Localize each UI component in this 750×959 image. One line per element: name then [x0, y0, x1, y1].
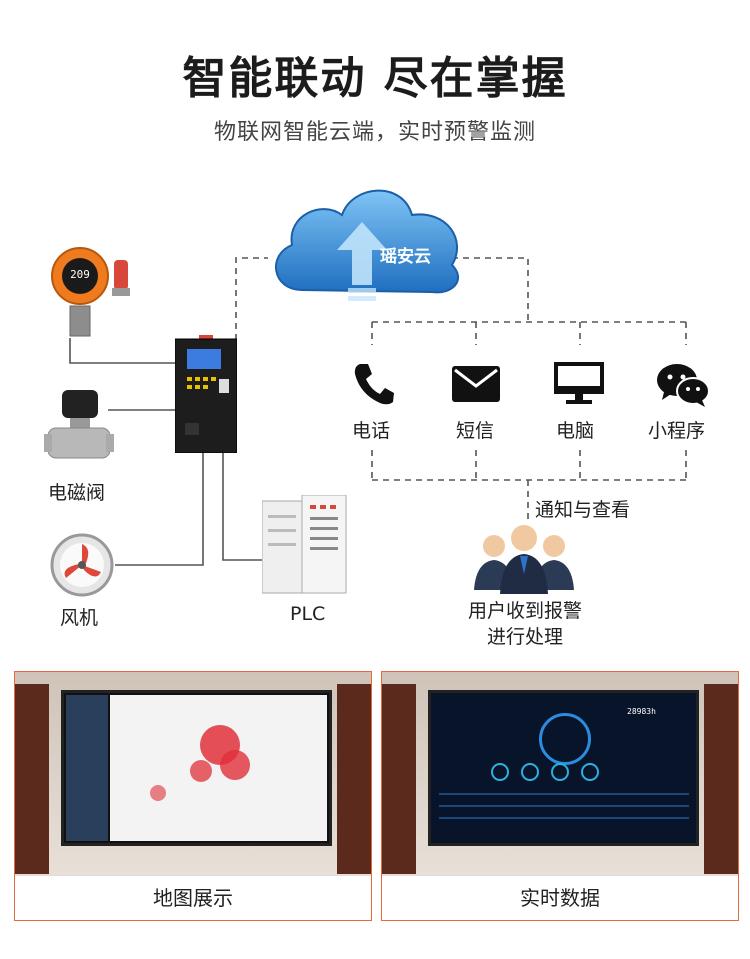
users-label-line2: 进行处理 [486, 626, 563, 648]
phone-icon [354, 364, 394, 405]
users-label: 用户收到报警 进行处理 [455, 598, 595, 650]
exhaust-fan [46, 530, 116, 600]
map-screen [61, 690, 332, 846]
channel-sms-label: 短信 [456, 420, 495, 442]
channel-pc [554, 362, 604, 406]
channel-miniprogram-label: 小程序 [648, 420, 706, 442]
photo-map-caption: 地图展示 [15, 875, 371, 920]
plc-cabinet [261, 494, 348, 595]
channel-phone [352, 360, 394, 406]
photo-map-display: 地图展示 [14, 671, 372, 921]
notify-label: 通知与查看 [535, 499, 631, 521]
left-speaker-2 [382, 684, 416, 874]
photo-realtime-caption: 实时数据 [382, 875, 738, 920]
cloud-icon [275, 189, 460, 301]
wechat-icon [657, 364, 710, 407]
dashboard-counter: 28983h [627, 707, 656, 716]
users-group [472, 522, 576, 594]
envelope-icon [452, 366, 500, 402]
detector-display: 209 [70, 268, 90, 281]
gas-detector: 209 [28, 240, 138, 340]
right-speaker [337, 684, 371, 874]
photo-realtime-data: 28983h 实时数据 [381, 671, 739, 921]
channel-sms [452, 366, 500, 402]
fan-label: 风机 [60, 607, 99, 629]
page-subtitle: 物联网智能云端，实时预警监测 [213, 120, 536, 145]
valve-label: 电磁阀 [48, 482, 106, 504]
cloud-label: 瑶安云 [380, 247, 431, 267]
plc-label: PLC [290, 603, 326, 625]
dashed-links [235, 257, 687, 520]
channel-miniprogram [656, 362, 710, 408]
monitor-icon [554, 362, 604, 404]
channel-pc-label: 电脑 [556, 420, 595, 442]
users-icon [474, 525, 574, 594]
cloud-platform: 瑶安云 [262, 170, 472, 320]
solid-links [69, 338, 262, 566]
alarm-controller [174, 329, 238, 454]
channel-phone-label: 电话 [352, 420, 391, 442]
solenoid-valve [44, 390, 114, 472]
users-label-line1: 用户收到报警 [467, 600, 582, 622]
right-speaker-2 [704, 684, 738, 874]
dashboard-screen: 28983h [428, 690, 699, 846]
page-title: 智能联动 尽在掌握 [182, 53, 568, 104]
left-speaker [15, 684, 49, 874]
